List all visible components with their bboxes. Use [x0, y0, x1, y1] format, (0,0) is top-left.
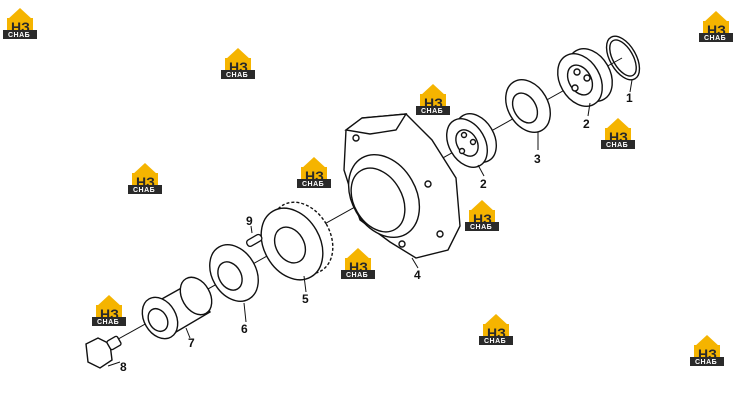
lower-bearing-part — [446, 113, 497, 168]
svg-text:СНАБ: СНАБ — [695, 359, 717, 366]
svg-text:НЗ: НЗ — [424, 95, 443, 111]
shaft-part — [141, 276, 213, 340]
snap-ring-part — [605, 35, 641, 81]
svg-text:НЗ: НЗ — [11, 19, 30, 35]
svg-text:СНАБ: СНАБ — [606, 142, 628, 149]
svg-text:НЗ: НЗ — [229, 59, 248, 75]
svg-text:НЗ: НЗ — [100, 306, 119, 322]
svg-text:СНАБ: СНАБ — [97, 319, 119, 326]
svg-text:НЗ: НЗ — [609, 129, 628, 145]
svg-text:НЗ: НЗ — [305, 168, 324, 184]
svg-text:НЗ: НЗ — [349, 259, 368, 275]
svg-text:НЗ: НЗ — [473, 211, 492, 227]
svg-text:СНАБ: СНАБ — [302, 181, 324, 188]
svg-text:СНАБ: СНАБ — [484, 338, 506, 345]
washer-part-3 — [505, 79, 551, 133]
housing-part — [343, 113, 461, 259]
svg-text:СНАБ: СНАБ — [226, 72, 248, 79]
part-label-5: 5 — [302, 292, 309, 306]
part-label-9: 9 — [246, 214, 253, 228]
upper-bearing-part — [557, 48, 613, 107]
part-label-3: 3 — [534, 152, 541, 166]
spacer-ring-part — [209, 244, 259, 302]
plug-part — [85, 335, 122, 369]
svg-text:НЗ: НЗ — [698, 346, 717, 362]
part-label-6: 6 — [241, 322, 248, 336]
svg-text:НЗ: НЗ — [487, 325, 506, 341]
svg-text:СНАБ: СНАБ — [470, 224, 492, 231]
leader-lines — [107, 79, 633, 367]
part-label-4: 4 — [414, 268, 421, 282]
part-label-2-lower: 2 — [480, 177, 487, 191]
svg-text:СНАБ: СНАБ — [346, 272, 368, 279]
part-label-2-upper: 2 — [583, 117, 590, 131]
svg-text:НЗ: НЗ — [136, 174, 155, 190]
svg-text:НЗ: НЗ — [707, 22, 726, 38]
svg-text:СНАБ: СНАБ — [8, 32, 30, 39]
part-label-7: 7 — [188, 336, 195, 350]
svg-text:СНАБ: СНАБ — [133, 187, 155, 194]
gear-part — [260, 201, 334, 281]
part-label-8: 8 — [120, 360, 127, 374]
svg-text:СНАБ: СНАБ — [704, 35, 726, 42]
part-label-1: 1 — [626, 91, 633, 105]
svg-text:СНАБ: СНАБ — [421, 108, 443, 115]
key-part — [246, 233, 263, 248]
